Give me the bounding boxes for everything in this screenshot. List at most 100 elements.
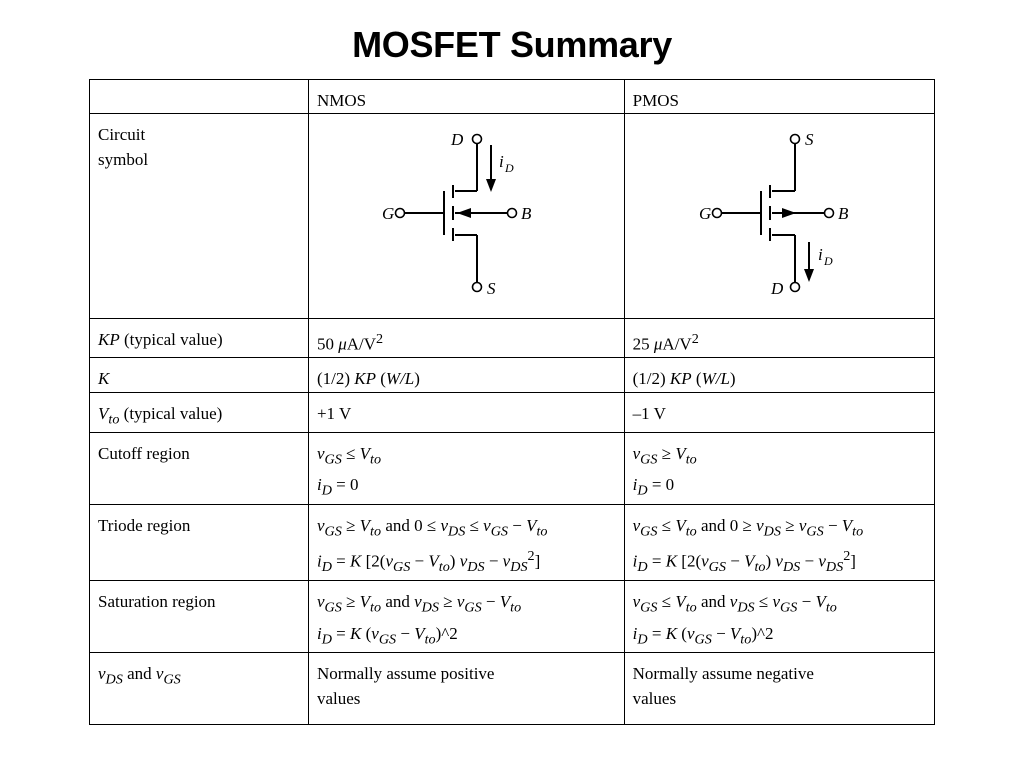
kp-symbol: KP xyxy=(98,330,120,349)
pmos-cutoff-condition: vGS ≥ Vto iD = 0 xyxy=(623,432,936,505)
current-arrow xyxy=(485,179,496,192)
slide-title: MOSFET Summary xyxy=(352,24,672,65)
label-b: B xyxy=(521,204,532,223)
row-label-k: K xyxy=(89,356,309,393)
body-terminal xyxy=(506,207,518,219)
row-label-circuit-symbol: Circuit symbol xyxy=(89,113,309,319)
nmos-sign-note: Normally assume positive values xyxy=(307,652,625,726)
nmos-vto-value: +1 V xyxy=(307,391,625,434)
k-part: ) xyxy=(729,368,736,388)
pmos-kp-value: 25 μA/V2 xyxy=(623,318,936,358)
row-label-vds-vgs: vDS and vGS xyxy=(89,652,309,726)
row-label-line: symbol xyxy=(98,150,149,169)
vds-vgs-row: vDS and vGS Normally assume positive val… xyxy=(89,652,936,726)
k-part: W/L xyxy=(701,368,730,388)
nmos-kp-value: 50 μA/V2 xyxy=(307,318,625,358)
kp-exponent: 2 xyxy=(376,331,384,347)
vto-label-text: (typical value) xyxy=(119,403,223,423)
row-label-vto: Vto (typical value) xyxy=(89,391,309,434)
mosfet-summary-table: NMOS PMOS Circuit symbol xyxy=(89,79,936,726)
pmos-k-value: (1/2) KP (W/L) xyxy=(623,356,936,393)
label-g: G xyxy=(382,204,394,223)
body-terminal xyxy=(823,207,834,219)
pmos-symbol-cell: S D G B i D xyxy=(623,113,936,319)
nmos-k-value: (1/2) KP (W/L) xyxy=(307,356,625,393)
pmos-symbol-diagram: S D G B i D xyxy=(699,130,849,298)
triode-row: Triode region vGS ≥ Vto and 0 ≤ vDS ≤ vG… xyxy=(89,503,936,582)
mu-symbol: μ xyxy=(653,334,663,354)
label-d: D xyxy=(770,279,784,298)
label-g: G xyxy=(699,204,711,223)
cutoff-current: iD = 0 xyxy=(632,475,675,499)
mu-symbol: μ xyxy=(338,334,347,354)
k-part: (1/2) xyxy=(316,368,355,388)
k-part: ( xyxy=(691,368,702,388)
triode-inequality: vGS ≤ Vto and 0 ≥ vDS ≥ vGS − Vto xyxy=(632,515,864,540)
nmos-symbol-cell: D S G B i D xyxy=(307,113,625,319)
label-b: B xyxy=(838,204,849,223)
k-part: ) xyxy=(414,368,420,388)
saturation-current: iD = K (vGS − Vto)^2 xyxy=(632,623,774,648)
cutoff-row: Cutoff region vGS ≤ Vto iD = 0 vGS ≥ Vto… xyxy=(89,432,936,505)
k-part: KP xyxy=(669,368,692,388)
drain-terminal xyxy=(471,133,483,145)
pmos-vto-value: –1 V xyxy=(623,391,936,434)
saturation-inequality: vGS ≤ Vto and vDS ≤ vGS − Vto xyxy=(632,592,837,616)
kp-label-text: (typical value) xyxy=(119,330,223,349)
label-s: S xyxy=(487,279,496,298)
current-arrow xyxy=(803,269,814,282)
vto-subscript: to xyxy=(108,411,120,428)
label-i-sub: D xyxy=(823,254,833,268)
pmos-triode-condition: vGS ≤ Vto and 0 ≥ vDS ≥ vGS − Vto iD = K… xyxy=(623,503,936,582)
label-i: i xyxy=(818,245,823,264)
body-arrow-in xyxy=(456,208,471,218)
row-label-kp: KP (typical value) xyxy=(89,318,309,358)
note-line: Normally assume negative xyxy=(632,664,814,684)
cutoff-inequality: vGS ≤ Vto xyxy=(316,444,382,468)
k-symbol: K xyxy=(98,368,110,388)
row-label-line: Circuit xyxy=(98,125,146,144)
label-i: i xyxy=(499,152,504,171)
kp-row: KP (typical value) 50 μA/V2 25 μA/V2 xyxy=(89,318,936,358)
k-part: W/L xyxy=(385,368,415,388)
header-row: NMOS PMOS xyxy=(89,79,936,114)
saturation-inequality: vGS ≥ Vto and vDS ≥ vGS − Vto xyxy=(316,592,522,616)
body-arrow-out xyxy=(781,208,796,218)
header-nmos: NMOS xyxy=(307,79,625,114)
saturation-current: iD = K (vGS − Vto)^2 xyxy=(316,623,458,648)
vto-row: Vto (typical value) +1 V –1 V xyxy=(89,391,936,434)
nmos-symbol-diagram: D S G B i D xyxy=(382,130,532,298)
k-part: (1/2) xyxy=(632,368,670,388)
row-label-saturation: Saturation region xyxy=(89,580,309,654)
k-row: K (1/2) KP (W/L) (1/2) KP (W/L) xyxy=(89,356,936,393)
vto-symbol: V xyxy=(98,403,109,423)
nmos-triode-condition: vGS ≥ Vto and 0 ≤ vDS ≤ vGS − Vto iD = K… xyxy=(307,503,625,582)
nmos-saturation-condition: vGS ≥ Vto and vDS ≥ vGS − Vto iD = K (vG… xyxy=(307,580,625,654)
row-label-cutoff: Cutoff region xyxy=(89,432,309,505)
label-s: S xyxy=(805,130,814,149)
header-corner-cell xyxy=(89,79,309,114)
label-i-sub: D xyxy=(504,161,514,175)
k-part: KP xyxy=(354,368,376,388)
kp-number: 25 xyxy=(632,334,654,354)
note-line: Normally assume positive xyxy=(316,664,495,684)
drain-terminal xyxy=(789,281,800,293)
cutoff-inequality: vGS ≥ Vto xyxy=(632,444,697,468)
triode-current: iD = K [2(vGS − Vto) vDS − vDS2] xyxy=(632,548,856,576)
saturation-row: Saturation region vGS ≥ Vto and vDS ≥ vG… xyxy=(89,580,936,654)
note-line: values xyxy=(632,689,677,709)
circuit-symbol-row: Circuit symbol xyxy=(89,113,936,319)
header-pmos: PMOS xyxy=(623,79,936,114)
row-label-triode: Triode region xyxy=(89,503,309,582)
kp-unit: A/V xyxy=(346,334,377,354)
k-part: ( xyxy=(375,368,386,388)
triode-inequality: vGS ≥ Vto and 0 ≤ vDS ≤ vGS − Vto xyxy=(316,515,548,540)
kp-number: 50 xyxy=(316,334,339,354)
source-terminal xyxy=(471,281,483,293)
pmos-saturation-condition: vGS ≤ Vto and vDS ≤ vGS − Vto iD = K (vG… xyxy=(623,580,936,654)
nmos-cutoff-condition: vGS ≤ Vto iD = 0 xyxy=(307,432,625,505)
kp-unit: A/V xyxy=(662,334,692,354)
cutoff-current: iD = 0 xyxy=(316,475,359,499)
kp-exponent: 2 xyxy=(691,331,699,347)
note-line: values xyxy=(316,689,361,709)
